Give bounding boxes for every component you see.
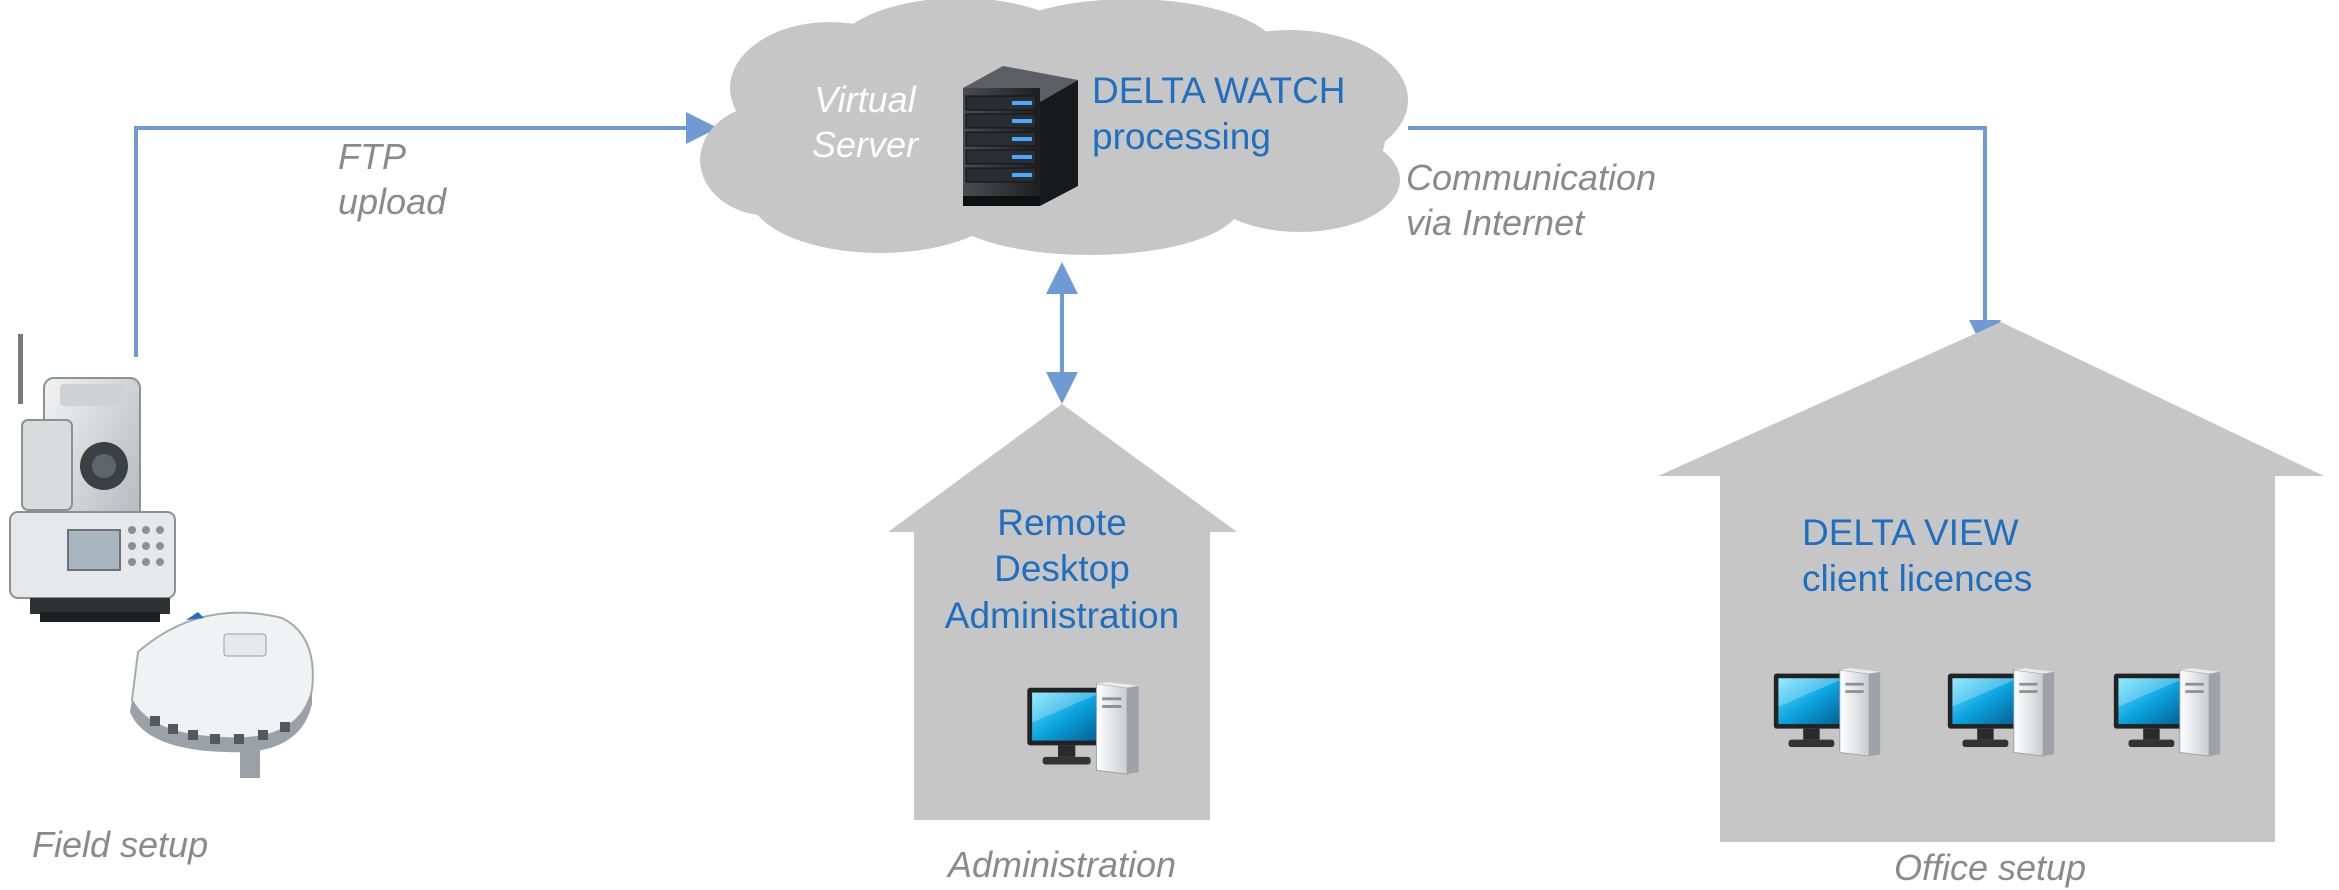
office-setup-caption: Office setup: [1893, 847, 2087, 888]
ftp-upload-arrow: [134, 112, 718, 357]
processing-line1: DELTA WATCH: [1092, 70, 1346, 111]
client-licences-line1: DELTA VIEW: [1802, 512, 2019, 553]
computer-icon: [1026, 682, 1140, 775]
processing-label: DELTA WATCH processing: [1092, 68, 1346, 161]
virtual-server-line2: Server: [811, 124, 919, 165]
processing-line2: processing: [1092, 116, 1271, 158]
remote-admin-line1: Remote: [997, 502, 1127, 543]
computer-icon: [2113, 668, 2221, 757]
internet-link-arrow: [1408, 126, 2001, 352]
virtual-server-line1: Virtual: [814, 79, 916, 120]
client-licences-label: DELTA VIEW client licences: [1802, 510, 2032, 603]
remote-admin-label: Remote Desktop Administration: [912, 500, 1212, 639]
ftp-line2: upload: [338, 181, 447, 222]
remote-admin-line2: Desktop: [994, 548, 1130, 590]
remote-admin-line3: Administration: [944, 594, 1180, 636]
virtual-server-label: Virtual Server: [800, 77, 930, 167]
computer-icon: [1773, 668, 1881, 757]
administration-house: [888, 404, 1237, 820]
ftp-upload-label: FTP upload: [338, 134, 446, 224]
computer-icon: [1947, 668, 2055, 757]
total-station-icon: [9, 334, 176, 622]
internet-line1: Communication: [1406, 157, 1657, 198]
field-setup-caption: Field setup: [32, 824, 209, 865]
gnss-receiver-icon: [130, 611, 314, 778]
administration-caption: Administration: [947, 844, 1177, 885]
internet-label: Communication via Internet: [1406, 155, 1656, 245]
internet-line2: via Internet: [1406, 202, 1585, 243]
server-icon: [963, 66, 1078, 206]
ftp-line1: FTP: [338, 136, 406, 177]
client-licences-line2: client licences: [1802, 558, 2033, 600]
